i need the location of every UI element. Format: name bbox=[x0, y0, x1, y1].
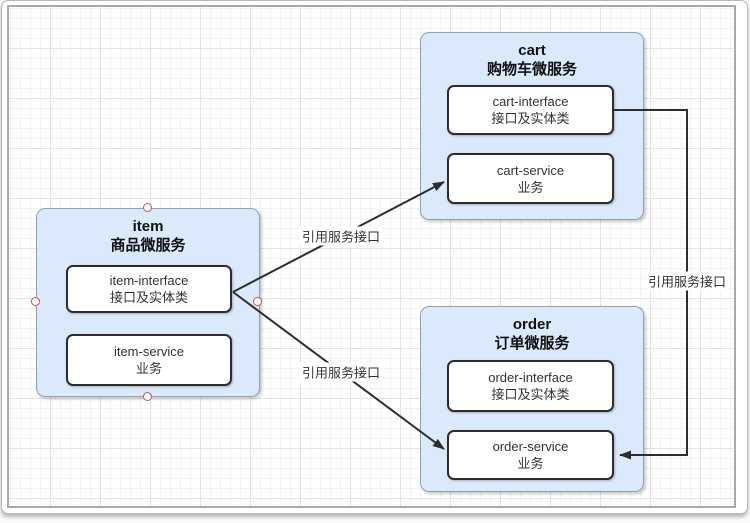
edge-label-cart-order[interactable]: 引用服务接口 bbox=[645, 271, 729, 291]
module-subtitle: 业务 bbox=[135, 361, 162, 376]
module-order-interface[interactable]: order-interface 接口及实体类 bbox=[447, 360, 614, 412]
group-title-block: item 商品微服务 bbox=[37, 209, 259, 255]
module-item-service[interactable]: item-service 业务 bbox=[66, 334, 232, 386]
group-title-block: cart 购物车微服务 bbox=[421, 33, 643, 79]
group-title: order bbox=[512, 316, 552, 333]
module-subtitle: 业务 bbox=[517, 456, 544, 471]
module-subtitle: 接口及实体类 bbox=[491, 387, 570, 402]
connection-handle-left[interactable] bbox=[31, 297, 40, 306]
module-item-interface[interactable]: item-interface 接口及实体类 bbox=[66, 265, 232, 313]
group-order-microservice[interactable]: order 订单微服务 order-interface 接口及实体类 order… bbox=[420, 306, 644, 492]
module-title: order-interface bbox=[488, 370, 573, 385]
group-title: item bbox=[132, 218, 164, 235]
group-title-block: order 订单微服务 bbox=[421, 307, 643, 353]
connection-handle-top[interactable] bbox=[143, 203, 152, 212]
module-subtitle: 接口及实体类 bbox=[109, 290, 188, 305]
edge-label-item-order[interactable]: 引用服务接口 bbox=[299, 362, 383, 382]
module-title: cart-service bbox=[496, 162, 565, 178]
module-title: order-service bbox=[492, 439, 569, 454]
group-subtitle: 订单微服务 bbox=[494, 335, 570, 352]
module-cart-service[interactable]: cart-service 业务 bbox=[447, 153, 614, 204]
connection-handle-bottom[interactable] bbox=[143, 392, 152, 401]
group-item-microservice[interactable]: item 商品微服务 item-interface 接口及实体类 item-se… bbox=[36, 208, 260, 397]
group-cart-microservice[interactable]: cart 购物车微服务 cart-interface 接口及实体类 cart-s… bbox=[420, 32, 644, 220]
module-title: item-service bbox=[113, 344, 185, 359]
group-subtitle: 商品微服务 bbox=[110, 237, 186, 254]
group-title: cart bbox=[518, 42, 546, 59]
group-subtitle: 购物车微服务 bbox=[486, 61, 577, 78]
module-subtitle: 业务 bbox=[517, 179, 544, 195]
module-order-service[interactable]: order-service 业务 bbox=[447, 430, 614, 480]
module-cart-interface[interactable]: cart-interface 接口及实体类 bbox=[447, 85, 614, 135]
module-title: item-interface bbox=[109, 273, 189, 288]
edge-label-item-cart[interactable]: 引用服务接口 bbox=[299, 226, 383, 246]
module-subtitle: 接口及实体类 bbox=[491, 111, 570, 126]
connection-handle-right[interactable] bbox=[253, 297, 262, 306]
module-title: cart-interface bbox=[492, 94, 569, 109]
